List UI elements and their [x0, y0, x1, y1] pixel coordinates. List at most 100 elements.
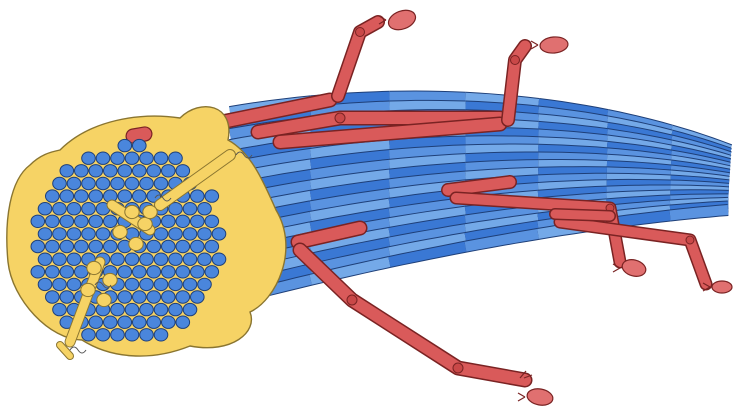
fiber-end	[104, 165, 118, 177]
fiber-end	[67, 253, 81, 265]
terminal-branch	[531, 41, 538, 49]
vessel-segment	[555, 214, 610, 216]
vessel-node	[347, 295, 357, 305]
fiber-strand-segment	[390, 106, 466, 107]
fiber-end	[46, 215, 60, 227]
fiber-end	[104, 316, 118, 328]
sheath-fiber-end	[103, 273, 117, 286]
fiber-end	[82, 228, 96, 240]
fiber-end	[89, 240, 103, 252]
fiber-strand-segment	[538, 172, 607, 173]
fiber-end	[125, 303, 139, 315]
fiber-end	[169, 303, 183, 315]
fiber-end	[111, 329, 125, 341]
squiggle-mark	[70, 347, 86, 353]
fiber-end	[111, 303, 125, 315]
terminal-blob	[539, 36, 568, 54]
fiber-end	[53, 203, 67, 215]
fiber-end	[176, 240, 190, 252]
fiber-end	[198, 278, 212, 290]
fiber-end	[162, 266, 176, 278]
fiber-end	[147, 316, 161, 328]
fiber-end	[169, 152, 183, 164]
fiber-end	[82, 152, 96, 164]
fiber-end	[176, 165, 190, 177]
fiber-strand-segment	[670, 210, 728, 216]
fiber-end	[75, 165, 89, 177]
fiber-end	[191, 240, 205, 252]
fiber-end	[176, 291, 190, 303]
fiber-end	[46, 291, 60, 303]
fiber-end	[31, 240, 45, 252]
fiber-end	[82, 177, 96, 189]
fiber-end	[191, 190, 205, 202]
fiber-end	[147, 165, 161, 177]
fiber-end	[96, 152, 110, 164]
fiber-end	[133, 291, 147, 303]
fiber-end	[212, 253, 226, 265]
fiber-end	[96, 177, 110, 189]
fiber-end	[60, 215, 74, 227]
sheath-fiber-end	[87, 261, 101, 274]
terminal-blob	[712, 281, 732, 293]
fiber-end	[140, 303, 154, 315]
fiber-end	[118, 291, 132, 303]
fiber-end	[60, 165, 74, 177]
fiber-end	[60, 266, 74, 278]
fiber-end	[133, 139, 147, 151]
fiber-end	[183, 253, 197, 265]
fiber-end	[162, 291, 176, 303]
fiber-end	[67, 177, 81, 189]
fiber-end	[75, 215, 89, 227]
fiber-end	[205, 240, 219, 252]
fiber-end	[133, 165, 147, 177]
fiber-end	[53, 303, 67, 315]
fiber-end	[154, 228, 168, 240]
fiber-strand-segment	[466, 158, 539, 160]
fiber-end	[118, 139, 132, 151]
fiber-end	[140, 177, 154, 189]
fiber-end	[38, 228, 52, 240]
terminal-branch	[518, 393, 525, 401]
fiber-end	[46, 266, 60, 278]
fiber-end	[75, 240, 89, 252]
fiber-end	[140, 278, 154, 290]
fiber-end	[125, 152, 139, 164]
fiber-end	[162, 316, 176, 328]
fiber-end	[169, 278, 183, 290]
fiber-end	[67, 203, 81, 215]
fiber-end	[31, 215, 45, 227]
fiber-end	[183, 228, 197, 240]
fiber-end	[198, 253, 212, 265]
fiber-end	[154, 303, 168, 315]
fiber-end	[154, 278, 168, 290]
fiber-end	[133, 266, 147, 278]
sheath-fiber-end	[81, 283, 95, 296]
fiber-end	[198, 228, 212, 240]
sheath-fiber-end	[125, 205, 139, 218]
fiber-end	[169, 228, 183, 240]
fiber-end	[198, 203, 212, 215]
fiber-end	[118, 190, 132, 202]
fiber-end	[118, 266, 132, 278]
fiber-end	[89, 190, 103, 202]
fiber-end	[89, 316, 103, 328]
vessel-node	[356, 28, 365, 37]
fiber-end	[133, 190, 147, 202]
fiber-end	[60, 240, 74, 252]
fiber-strand-segment	[466, 141, 539, 142]
fiber-end	[60, 190, 74, 202]
fiber-end	[140, 253, 154, 265]
fiber-end	[38, 253, 52, 265]
fiber-end	[147, 240, 161, 252]
fiber-end	[176, 316, 190, 328]
fiber-end	[125, 278, 139, 290]
fiber-end	[162, 240, 176, 252]
fiber-end	[154, 152, 168, 164]
fiber-end	[38, 278, 52, 290]
fiber-end	[125, 253, 139, 265]
fiber-end	[104, 240, 118, 252]
vessel-node	[511, 56, 520, 65]
fiber-end	[104, 215, 118, 227]
